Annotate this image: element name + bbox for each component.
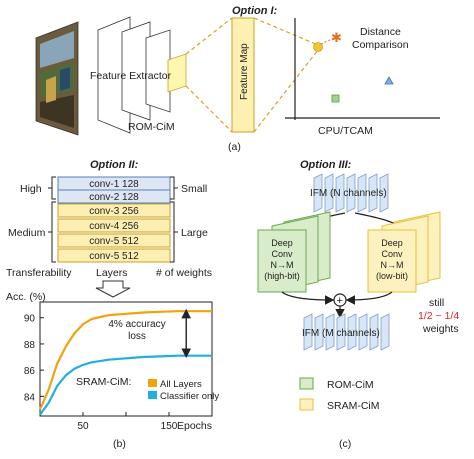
distance-comparison-line2: Comparison (352, 39, 409, 51)
legend-swatch (148, 379, 157, 387)
x-axis-label: Epochs (177, 420, 212, 432)
projection-line-right-top (253, 17, 319, 46)
caption-b: (b) (113, 438, 126, 450)
feature-extractor-block (97, 16, 187, 134)
arrow-left-to-sum (281, 291, 335, 305)
green-square-point (331, 94, 340, 103)
distance-comparison-line1: Distance (360, 26, 401, 38)
small-label: Small (181, 183, 207, 195)
star-icon: ✱ (331, 30, 342, 45)
brace-large (170, 201, 178, 263)
high-label: High (20, 183, 42, 195)
option-ii-title: Option II: (90, 159, 139, 171)
ifm-m-stack (303, 313, 390, 351)
option-i-title: Option I: (232, 5, 278, 17)
layer-label: conv-4 256 (89, 221, 139, 232)
y-tick-label: 90 (24, 314, 36, 325)
legend-sram-swatch (299, 398, 314, 411)
ifm-m-label: IFM (M channels) (302, 328, 380, 339)
option-iii-title: Option III: (300, 159, 352, 171)
series-line-classifier-only (39, 354, 212, 416)
legend-swatch (148, 391, 157, 399)
feature-map-label: Feature Map (239, 43, 250, 100)
legend-rom-swatch (299, 377, 314, 390)
large-label: Large (181, 227, 208, 239)
caption-a: (a) (228, 141, 241, 153)
panel-b: Option II: conv-1 128 conv-2 128 conv-3 25… (6, 159, 219, 450)
rom-cim-label-a: ROM-CiM (128, 121, 175, 133)
legend-rom-label: ROM-CiM (327, 379, 374, 391)
ifm-n-stack (313, 173, 389, 213)
y-tick-label: 86 (24, 366, 36, 377)
caption-c: (c) (339, 438, 351, 450)
cpu-tcam-label: CPU/TCAM (318, 125, 373, 137)
legend-label: All Layers (160, 379, 202, 390)
projection-line-top (185, 17, 233, 55)
layer-box (57, 248, 171, 263)
layer-stack: conv-1 128 conv-2 128 conv-3 256 conv-4 256… (57, 176, 171, 263)
weights-label: weights (422, 323, 459, 335)
y-tick-label: 88 (24, 340, 36, 351)
deep-conv-high-bit (257, 211, 331, 293)
legend-title: SRAM-CiM: (76, 376, 131, 388)
num-weights-label: # of weights (156, 267, 212, 279)
layers-label: Layers (96, 267, 128, 279)
blue-triangle-point (384, 76, 394, 85)
brace-high (48, 176, 56, 200)
projection-line-bottom (185, 85, 233, 133)
brace-medium (48, 201, 56, 263)
y-axis-label: Acc. (%) (6, 291, 46, 303)
layer-label: conv-2 128 (89, 192, 139, 203)
y-tick-label: 84 (24, 392, 36, 403)
fraction-label: 1/2 ~ 1/4 (418, 310, 459, 322)
arrow-right-to-sum (345, 291, 393, 305)
layer-box (57, 203, 171, 218)
panel-a: Option I: Feature Extractor ROM-CiM Feat… (35, 5, 440, 153)
layer-label: conv-1 128 (89, 179, 139, 190)
series-line-all-layers (38, 310, 212, 410)
layer-label: conv-5 512 (89, 251, 139, 262)
legend-label: Classifier only (160, 391, 219, 402)
feature-map-bar (231, 17, 255, 133)
still-label: still (429, 297, 444, 309)
transferability-label: Transferability (6, 267, 72, 279)
brace-small (170, 176, 178, 200)
x-tick-label: 150 (161, 421, 178, 432)
layer-label: conv-3 256 (89, 206, 139, 217)
layer-label: conv-5 512 (89, 236, 139, 247)
x-tick-label: 50 (77, 421, 89, 432)
ifm-n-label: IFM (N channels) (310, 188, 387, 199)
feature-extractor-label: Feature Extractor (90, 70, 172, 82)
projection-line-right-bottom (253, 49, 319, 133)
legend-sram-label: SRAM-CiM (327, 400, 380, 412)
deep-conv-low-bit (367, 211, 441, 293)
query-point (313, 42, 323, 52)
layer-box (57, 218, 171, 233)
layer-box (57, 233, 171, 248)
input-image (35, 21, 79, 136)
layer-box (57, 189, 171, 204)
medium-label: Medium (8, 227, 46, 239)
down-arrow-icon (95, 280, 131, 298)
plus-icon: + (337, 295, 343, 307)
